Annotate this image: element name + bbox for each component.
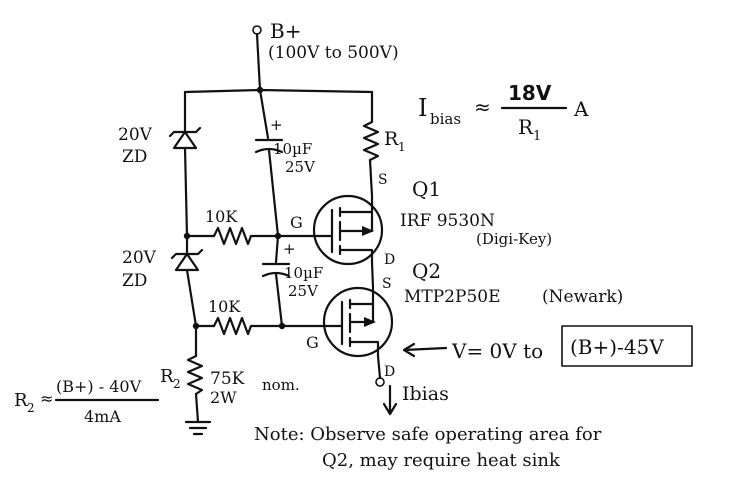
q1-source-label: S [378, 172, 388, 188]
q1-name: Q1 [412, 177, 441, 201]
ibias-formula-den: R [518, 115, 534, 139]
r2-formula-den: 4mA [84, 407, 121, 426]
q2-name: Q2 [412, 259, 441, 283]
r1-lead-bottom [368, 158, 374, 198]
note-line2: Q2, may require heat sink [322, 450, 561, 471]
supply-range: (100V to 500V) [268, 43, 399, 63]
cap-bottom-value: 10µF [284, 264, 323, 282]
cap-top-lead-down [267, 148, 280, 238]
cap-top-plus: + [270, 116, 283, 134]
res-top-zigzag [212, 226, 253, 246]
left-rail-mid [183, 146, 189, 238]
ibias-arrow [382, 384, 398, 416]
top-rail [183, 88, 374, 94]
q2-drain-label: D [384, 364, 395, 380]
q2-mosfet [322, 286, 394, 358]
q2-source-label: S [382, 276, 392, 292]
q2-drain-wire [376, 354, 382, 380]
r2-sub: 2 [173, 377, 181, 391]
cap-top-lead-up [258, 88, 270, 140]
supply-wire [255, 32, 262, 92]
zener-bottom-type: ZD [122, 271, 147, 291]
ibias-formula-unit: A [573, 97, 589, 121]
ibias-formula-sub: bias [430, 110, 461, 128]
zener-top-type: ZD [122, 147, 147, 167]
supply-label: B+ [270, 19, 301, 43]
cap-bottom-lead-up [274, 234, 280, 264]
cap-bottom-lead-down [274, 272, 284, 328]
r2-formula-lhs: R [14, 390, 28, 411]
cap-top-value: 10µF [273, 140, 312, 158]
cap-bottom-plus: + [283, 240, 296, 258]
vout-text: V= 0V to [451, 339, 543, 363]
v-arrow [402, 342, 448, 358]
res-bottom-zigzag [212, 316, 253, 336]
zener-bottom-value: 20V [122, 248, 157, 268]
r1-label: R [384, 128, 399, 150]
r2-formula-num: (B+) - 40V [56, 377, 142, 396]
zener-top-symbol [168, 126, 202, 150]
vout-box [561, 325, 693, 367]
r2-power: 2W [210, 388, 237, 407]
ibias-formula-den-sub: 1 [533, 129, 541, 144]
q1-mosfet [312, 194, 384, 266]
r1-zigzag [362, 120, 380, 162]
r2-lead-bottom [194, 392, 200, 424]
ibias-formula-lhs: I [418, 94, 427, 122]
note-line1: Note: Observe safe operating area for [254, 424, 602, 445]
q1-part: IRF 9530N [400, 211, 495, 231]
r2-zigzag [186, 354, 204, 396]
res-bottom-label: 10K [208, 297, 241, 316]
q1-q2-wire [370, 260, 375, 290]
r1-sub: 1 [398, 140, 406, 154]
r2-nom: nom. [262, 376, 300, 394]
supply-terminal [252, 25, 262, 35]
r2-value: 75K [210, 369, 245, 389]
ibias-formula-num: 18V [508, 81, 552, 105]
cap-bottom-voltage: 25V [288, 282, 319, 300]
q1-gate-label: G [290, 213, 303, 232]
zener-bottom-symbol [170, 248, 204, 272]
ibias-formula-approx: ≈ [474, 95, 491, 119]
r2-formula-approx: ≈ [40, 389, 53, 408]
left-rail-bottom [185, 268, 198, 328]
ibias-label: Ibias [402, 383, 449, 405]
output-terminal [375, 377, 385, 387]
vout-box-text: (B+)-45V [570, 335, 664, 359]
q2-source: (Newark) [542, 287, 623, 307]
cap-top-voltage: 25V [285, 158, 316, 176]
res-top-label: 10K [205, 207, 238, 226]
q1-drain-label: D [384, 252, 395, 268]
q1-source: (Digi-Key) [476, 230, 552, 248]
ground-symbol [184, 420, 212, 436]
r2-label: R [160, 366, 174, 387]
q2-gate-label: G [306, 333, 319, 352]
r2-formula-sub: 2 [27, 401, 35, 415]
q2-part: MTP2P50E [404, 287, 500, 307]
zener-top-value: 20V [118, 125, 153, 145]
